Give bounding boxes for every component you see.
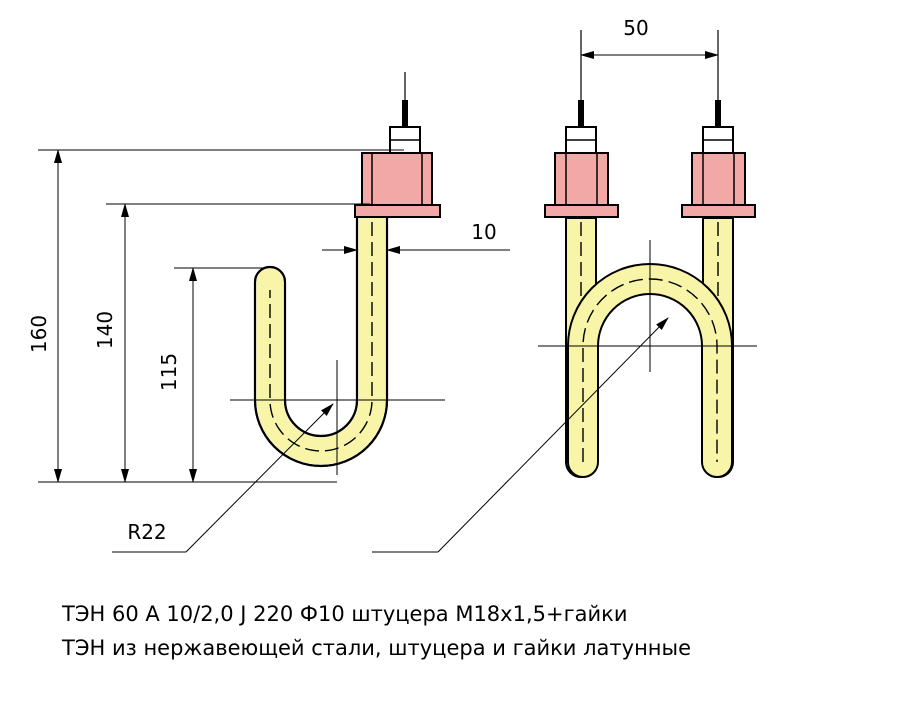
j-flange bbox=[354, 204, 441, 218]
hairpin-arch bbox=[567, 263, 733, 478]
dim-50-label: 50 bbox=[623, 16, 648, 40]
dim-r22-label: R22 bbox=[127, 520, 166, 544]
dim-140-label: 140 bbox=[93, 311, 117, 349]
caption-line-2: ТЭН из нержавеющей стали, штуцера и гайк… bbox=[62, 636, 692, 660]
j-shaped-element bbox=[253, 72, 441, 468]
dim-115-label: 115 bbox=[157, 353, 181, 391]
dimension-lines bbox=[38, 51, 719, 553]
hairpin-element bbox=[544, 30, 756, 478]
j-nut bbox=[361, 152, 433, 206]
dim-10-label: 10 bbox=[471, 220, 496, 244]
j-tube-fill bbox=[256, 204, 386, 465]
dim-160-label: 160 bbox=[27, 315, 51, 353]
caption-line-1: ТЭН 60 А 10/2,0 J 220 Ф10 штуцера М18х1,… bbox=[62, 602, 628, 626]
